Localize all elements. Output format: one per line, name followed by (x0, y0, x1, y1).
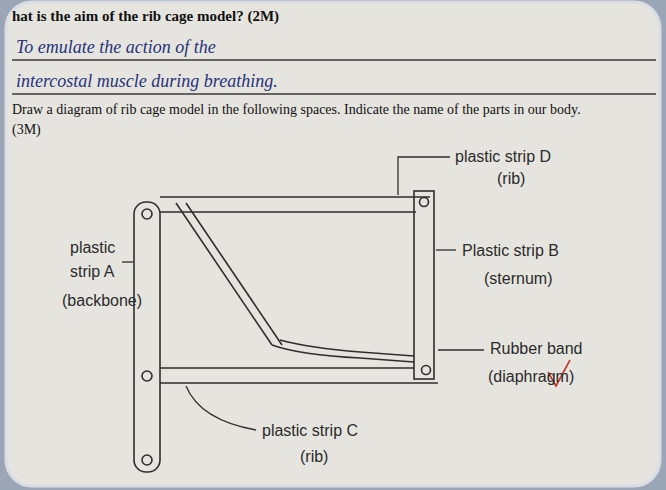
strip-a (134, 202, 160, 472)
model-strips (134, 191, 438, 472)
part-label: (diaphragm) (488, 366, 574, 387)
part-label: Plastic strip B (462, 240, 559, 261)
part-label: plastic strip D (455, 146, 551, 167)
paper (6, 2, 660, 486)
part-label: Rubber band (490, 338, 583, 359)
part-label: (rib) (497, 168, 525, 189)
handwritten-answer: To emulate the action of the intercostal… (16, 30, 278, 98)
strip-b (414, 191, 434, 379)
question-text: Draw a diagram of rib cage model in the … (12, 100, 612, 140)
part-label: (backbone) (62, 290, 142, 311)
part-label: (rib) (300, 446, 328, 467)
part-label: (sternum) (484, 268, 552, 289)
part-label: plastic strip A (70, 236, 130, 284)
leader-lines (122, 157, 484, 430)
question-text: hat is the aim of the rib cage model? (2… (12, 6, 279, 26)
part-label: plastic strip C (262, 420, 358, 441)
